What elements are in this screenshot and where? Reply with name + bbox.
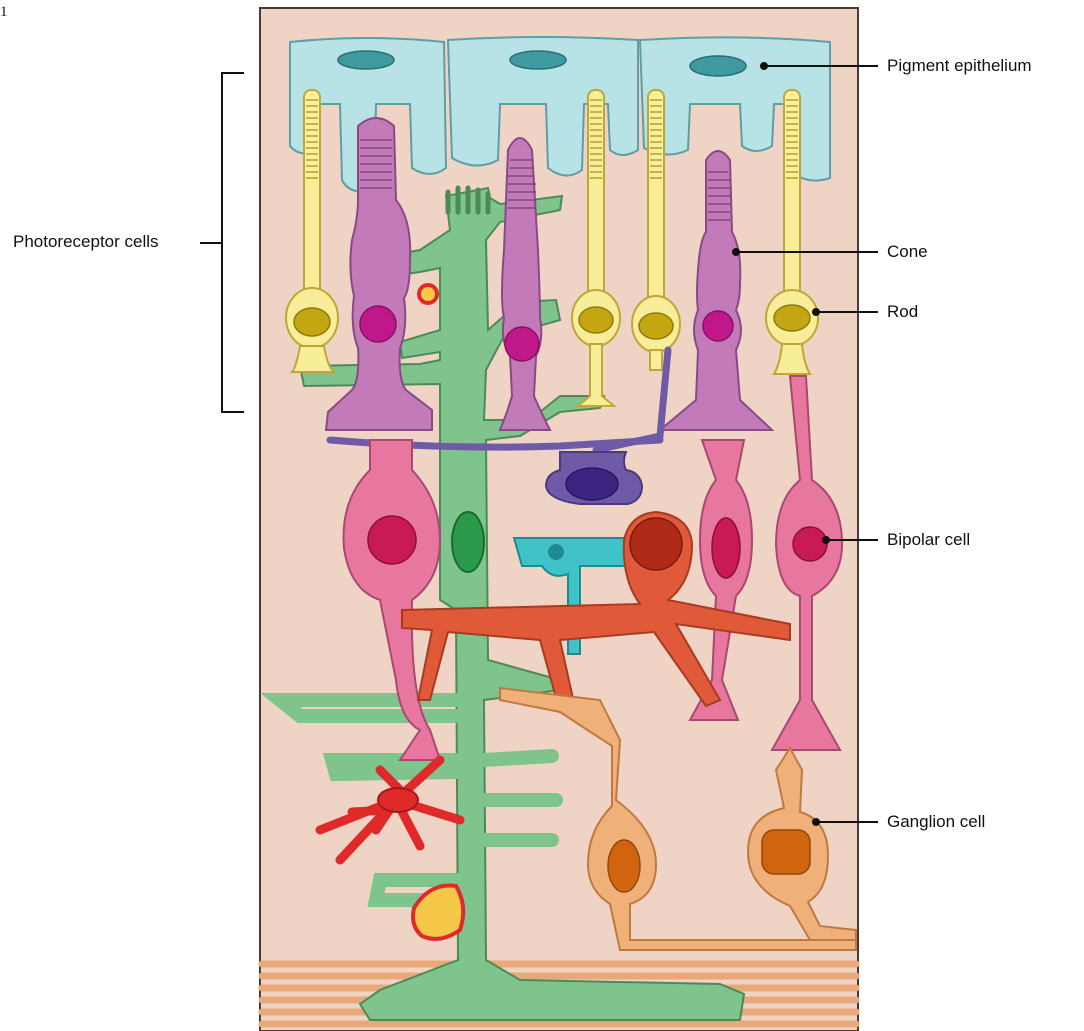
label-ganglion-cell: Ganglion cell [887,812,985,832]
label-photoreceptor-cells: Photoreceptor cells [13,232,159,252]
horizontal-cell-nucleus [566,468,618,500]
cone-nucleus [505,327,539,361]
bipolar-nucleus [368,516,416,564]
amacrine-cyan-nucleus [548,544,564,560]
cone-nucleus [703,311,733,341]
label-pigment-epithelium: Pigment epithelium [887,56,1032,76]
bipolar-nucleus [712,518,740,578]
rod-nucleus [774,305,810,331]
rod-nucleus [639,313,673,339]
label-cone: Cone [887,242,928,262]
label-rod: Rod [887,302,918,322]
rod-nucleus [294,308,330,336]
rod-nucleus [579,307,613,333]
amacrine-red-nucleus [630,518,682,570]
ganglion-nucleus [608,840,640,892]
cone-nucleus [360,306,396,342]
pigment-nucleus [338,51,394,69]
pigment-nucleus [690,56,746,76]
microglia-cell-small [419,285,437,303]
retina-tissue [260,8,858,1031]
label-bipolar-cell: Bipolar cell [887,530,970,550]
photoreceptor-bracket [200,73,244,412]
ganglion-nucleus [762,830,810,874]
bipolar-nucleus [793,527,827,561]
muller-glia-nucleus [452,512,484,572]
pigment-nucleus [510,51,566,69]
